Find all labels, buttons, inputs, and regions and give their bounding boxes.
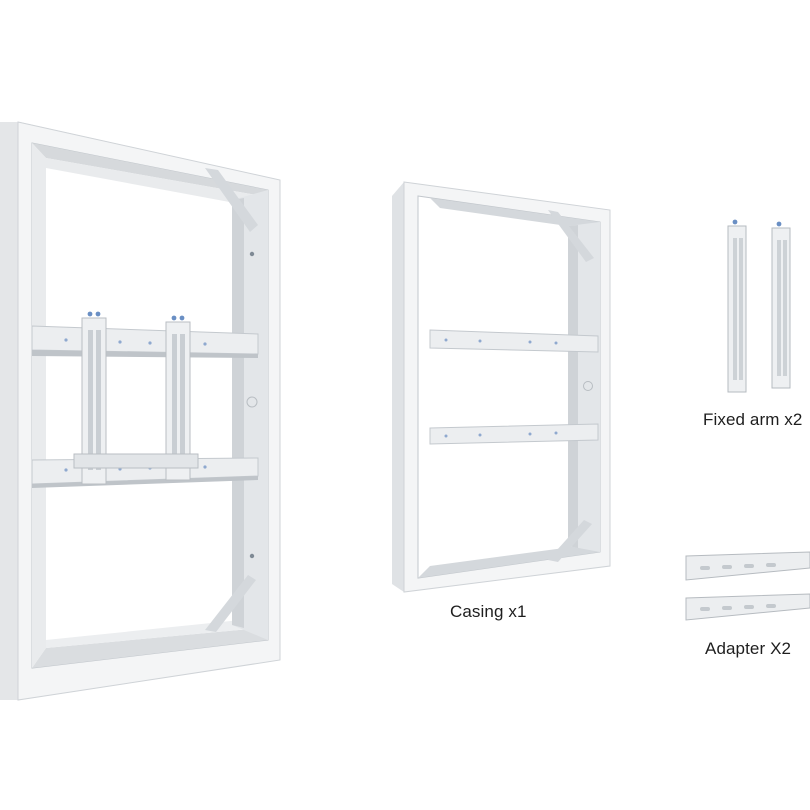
adapter-caption: Adapter X2 — [705, 639, 792, 658]
fixed-arm-caption: Fixed arm x2 — [703, 410, 803, 429]
adapter-illustration — [685, 551, 810, 621]
assembled-mount-illustration — [0, 121, 281, 701]
fixed-arm-illustration — [727, 219, 791, 393]
casing-caption: Casing x1 — [450, 602, 527, 621]
casing-illustration — [392, 181, 611, 593]
